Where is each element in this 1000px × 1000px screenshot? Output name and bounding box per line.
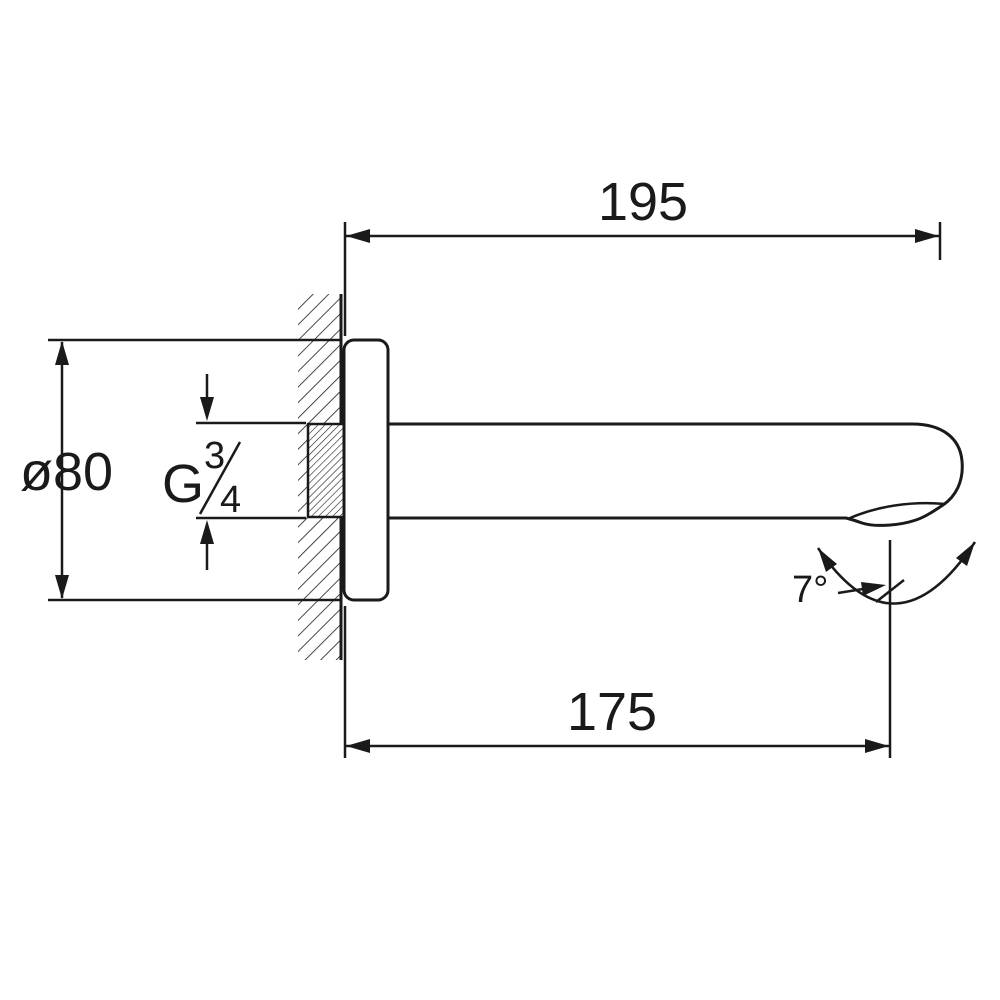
flange <box>342 338 390 602</box>
dimension-thread-size: G 3 4 <box>162 374 306 570</box>
thread-size-prefix: G <box>162 454 204 514</box>
thread-connector <box>306 422 348 519</box>
centerline-tick <box>875 579 905 603</box>
dimension-spout-length: 175 <box>343 540 892 758</box>
thread-size-denominator: 4 <box>220 479 241 521</box>
thread-size-numerator: 3 <box>204 435 225 477</box>
dimension-total-length: 195 <box>343 172 942 336</box>
dimension-flange-diameter-label: ø80 <box>20 442 113 502</box>
spout-body <box>386 422 964 527</box>
spout-outlet-lip <box>848 501 947 520</box>
angle-indicator: 7° <box>792 541 977 611</box>
fraction-slash <box>198 441 242 515</box>
tilt-angle-label: 7° <box>792 569 828 611</box>
dimension-spout-length-label: 175 <box>567 682 657 742</box>
dimension-total-length-label: 195 <box>598 172 688 232</box>
dimension-flange-diameter: ø80 <box>20 338 340 602</box>
